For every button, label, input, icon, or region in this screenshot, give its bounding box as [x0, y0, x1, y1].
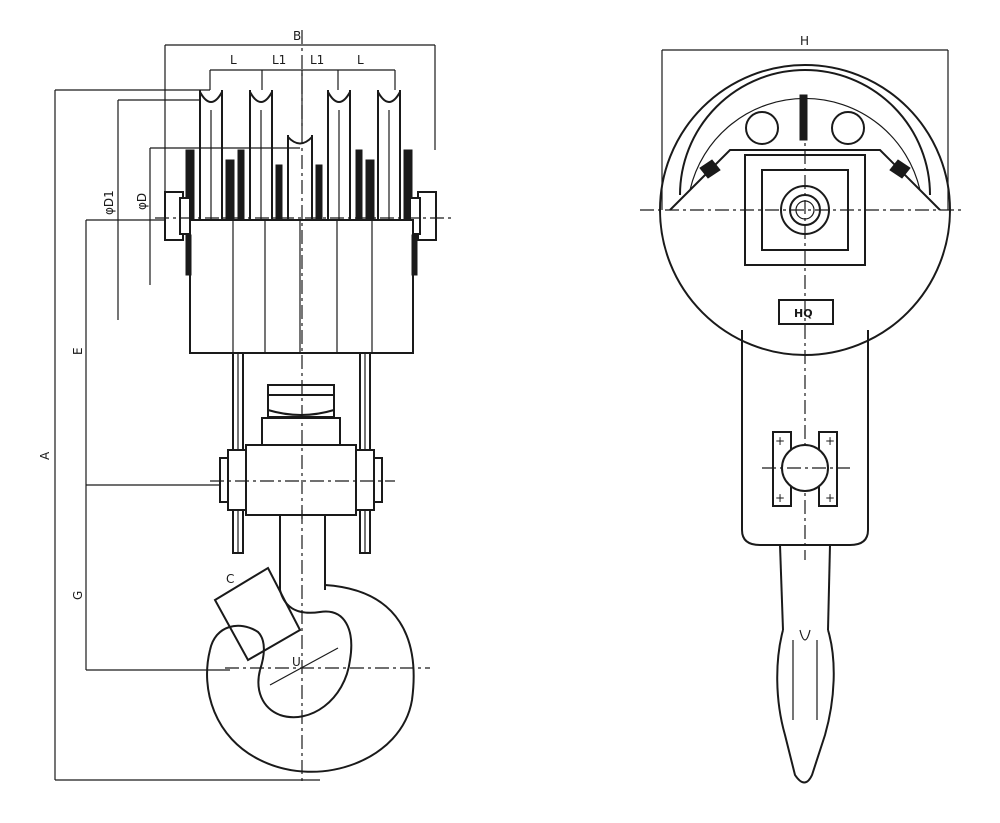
side-view: B L L1 L1 L A φD1 — [38, 29, 455, 785]
svg-text:+: + — [825, 434, 835, 448]
plate-text: HQ — [794, 307, 813, 320]
dim-phi-d-label: φD — [135, 193, 149, 210]
dimension-phi-d1: φD1 — [102, 99, 200, 320]
side-plates — [185, 149, 413, 221]
name-plate: HQ — [778, 299, 834, 325]
sheave-2 — [249, 90, 273, 220]
dimension-b: B — [164, 29, 436, 240]
dim-l1-a-label: L1 — [272, 53, 286, 67]
dim-g-label: G — [71, 591, 85, 600]
dim-c-label: C — [226, 572, 234, 586]
sheave-axle — [155, 191, 455, 241]
dim-e-label: E — [71, 347, 85, 355]
dim-phi-d1-label: φD1 — [102, 190, 116, 215]
center-sheave — [287, 135, 313, 220]
dim-h-label: H — [800, 34, 809, 48]
yoke: + + + + — [741, 330, 869, 546]
hook-front — [776, 544, 835, 784]
front-view: H HQ — [640, 34, 965, 784]
dim-l-left-label: L — [230, 53, 237, 67]
hook-nut — [261, 384, 341, 447]
dimension-sheave-pitch: L L1 L1 L — [209, 53, 396, 130]
crosshead — [210, 444, 395, 516]
dim-l1-b-label: L1 — [310, 53, 324, 67]
dim-l-right-label: L — [357, 53, 364, 67]
hook: C U — [206, 510, 430, 785]
svg-text:+: + — [825, 491, 835, 505]
sheave-inner-arc — [679, 69, 931, 196]
dimension-phi-d: φD — [135, 147, 300, 285]
sheave-4 — [377, 90, 401, 220]
dimension-a: A — [38, 89, 320, 781]
sheave-1 — [199, 90, 223, 220]
sheave-3 — [327, 90, 351, 220]
dimension-g: G — [71, 485, 230, 671]
dim-a-label: A — [38, 451, 52, 460]
dim-b-label: B — [293, 29, 301, 43]
dim-u-label: U — [292, 655, 301, 669]
svg-text:+: + — [775, 491, 785, 505]
svg-text:+: + — [775, 434, 785, 448]
